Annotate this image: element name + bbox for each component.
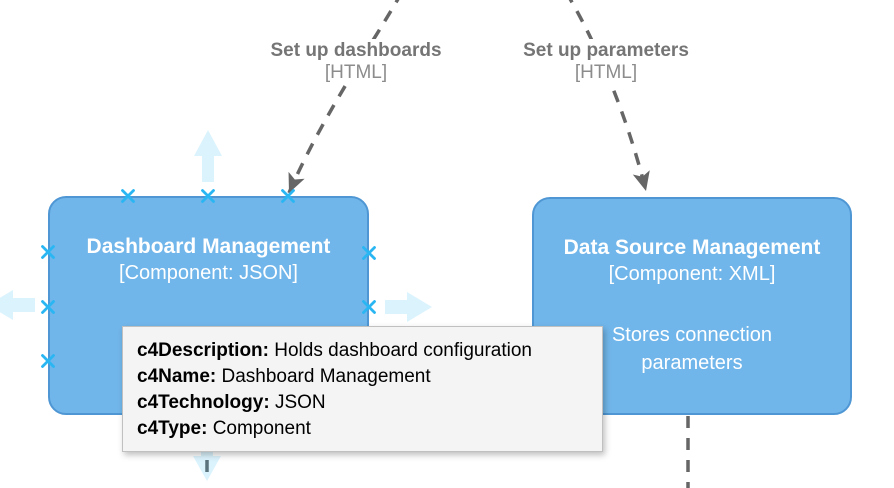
connection-point-icon[interactable] [201, 189, 215, 203]
edge-label-technology: [HTML] [324, 62, 388, 83]
connection-point-icon[interactable] [41, 300, 55, 314]
tooltip-row: c4Description: Holds dashboard configura… [137, 340, 532, 361]
direction-arrow-left-icon[interactable] [0, 290, 35, 320]
direction-arrow-up-icon[interactable] [194, 130, 222, 182]
tooltip-row: c4Type: Component [137, 418, 311, 439]
component-meta: [Component: JSON] [119, 262, 298, 284]
connection-point-icon[interactable] [41, 354, 55, 368]
connection-point-icon[interactable] [121, 189, 135, 203]
edge-label-text: Set up dashboards [270, 40, 442, 61]
component-name: Data Source Management [563, 236, 821, 259]
tooltip-row: c4Technology: JSON [137, 392, 326, 413]
connection-point-icon[interactable] [41, 245, 55, 259]
edge-label-text: Set up parameters [523, 40, 689, 61]
edge-label-technology: [HTML] [574, 62, 638, 83]
component-description: Stores connection parameters [611, 324, 773, 374]
direction-arrow-down-icon[interactable] [193, 432, 221, 481]
edge-set-up-parameters[interactable] [566, 0, 650, 192]
component-meta: [Component: XML] [608, 263, 776, 285]
properties-tooltip: c4Description: Holds dashboard configura… [122, 326, 603, 452]
edge-set-up-dashboards[interactable] [287, 0, 402, 194]
tooltip-row: c4Name: Dashboard Management [137, 366, 431, 387]
connection-point-icon[interactable] [362, 300, 376, 314]
connection-point-icon[interactable] [281, 189, 295, 203]
direction-arrow-right-icon[interactable] [385, 292, 432, 322]
connection-point-icon[interactable] [362, 246, 376, 260]
component-name: Dashboard Management [86, 235, 331, 258]
edge-label-set-up-dashboards[interactable]: Set up dashboards [HTML] [264, 39, 448, 85]
edge-label-set-up-parameters[interactable]: Set up parameters [HTML] [517, 39, 695, 85]
